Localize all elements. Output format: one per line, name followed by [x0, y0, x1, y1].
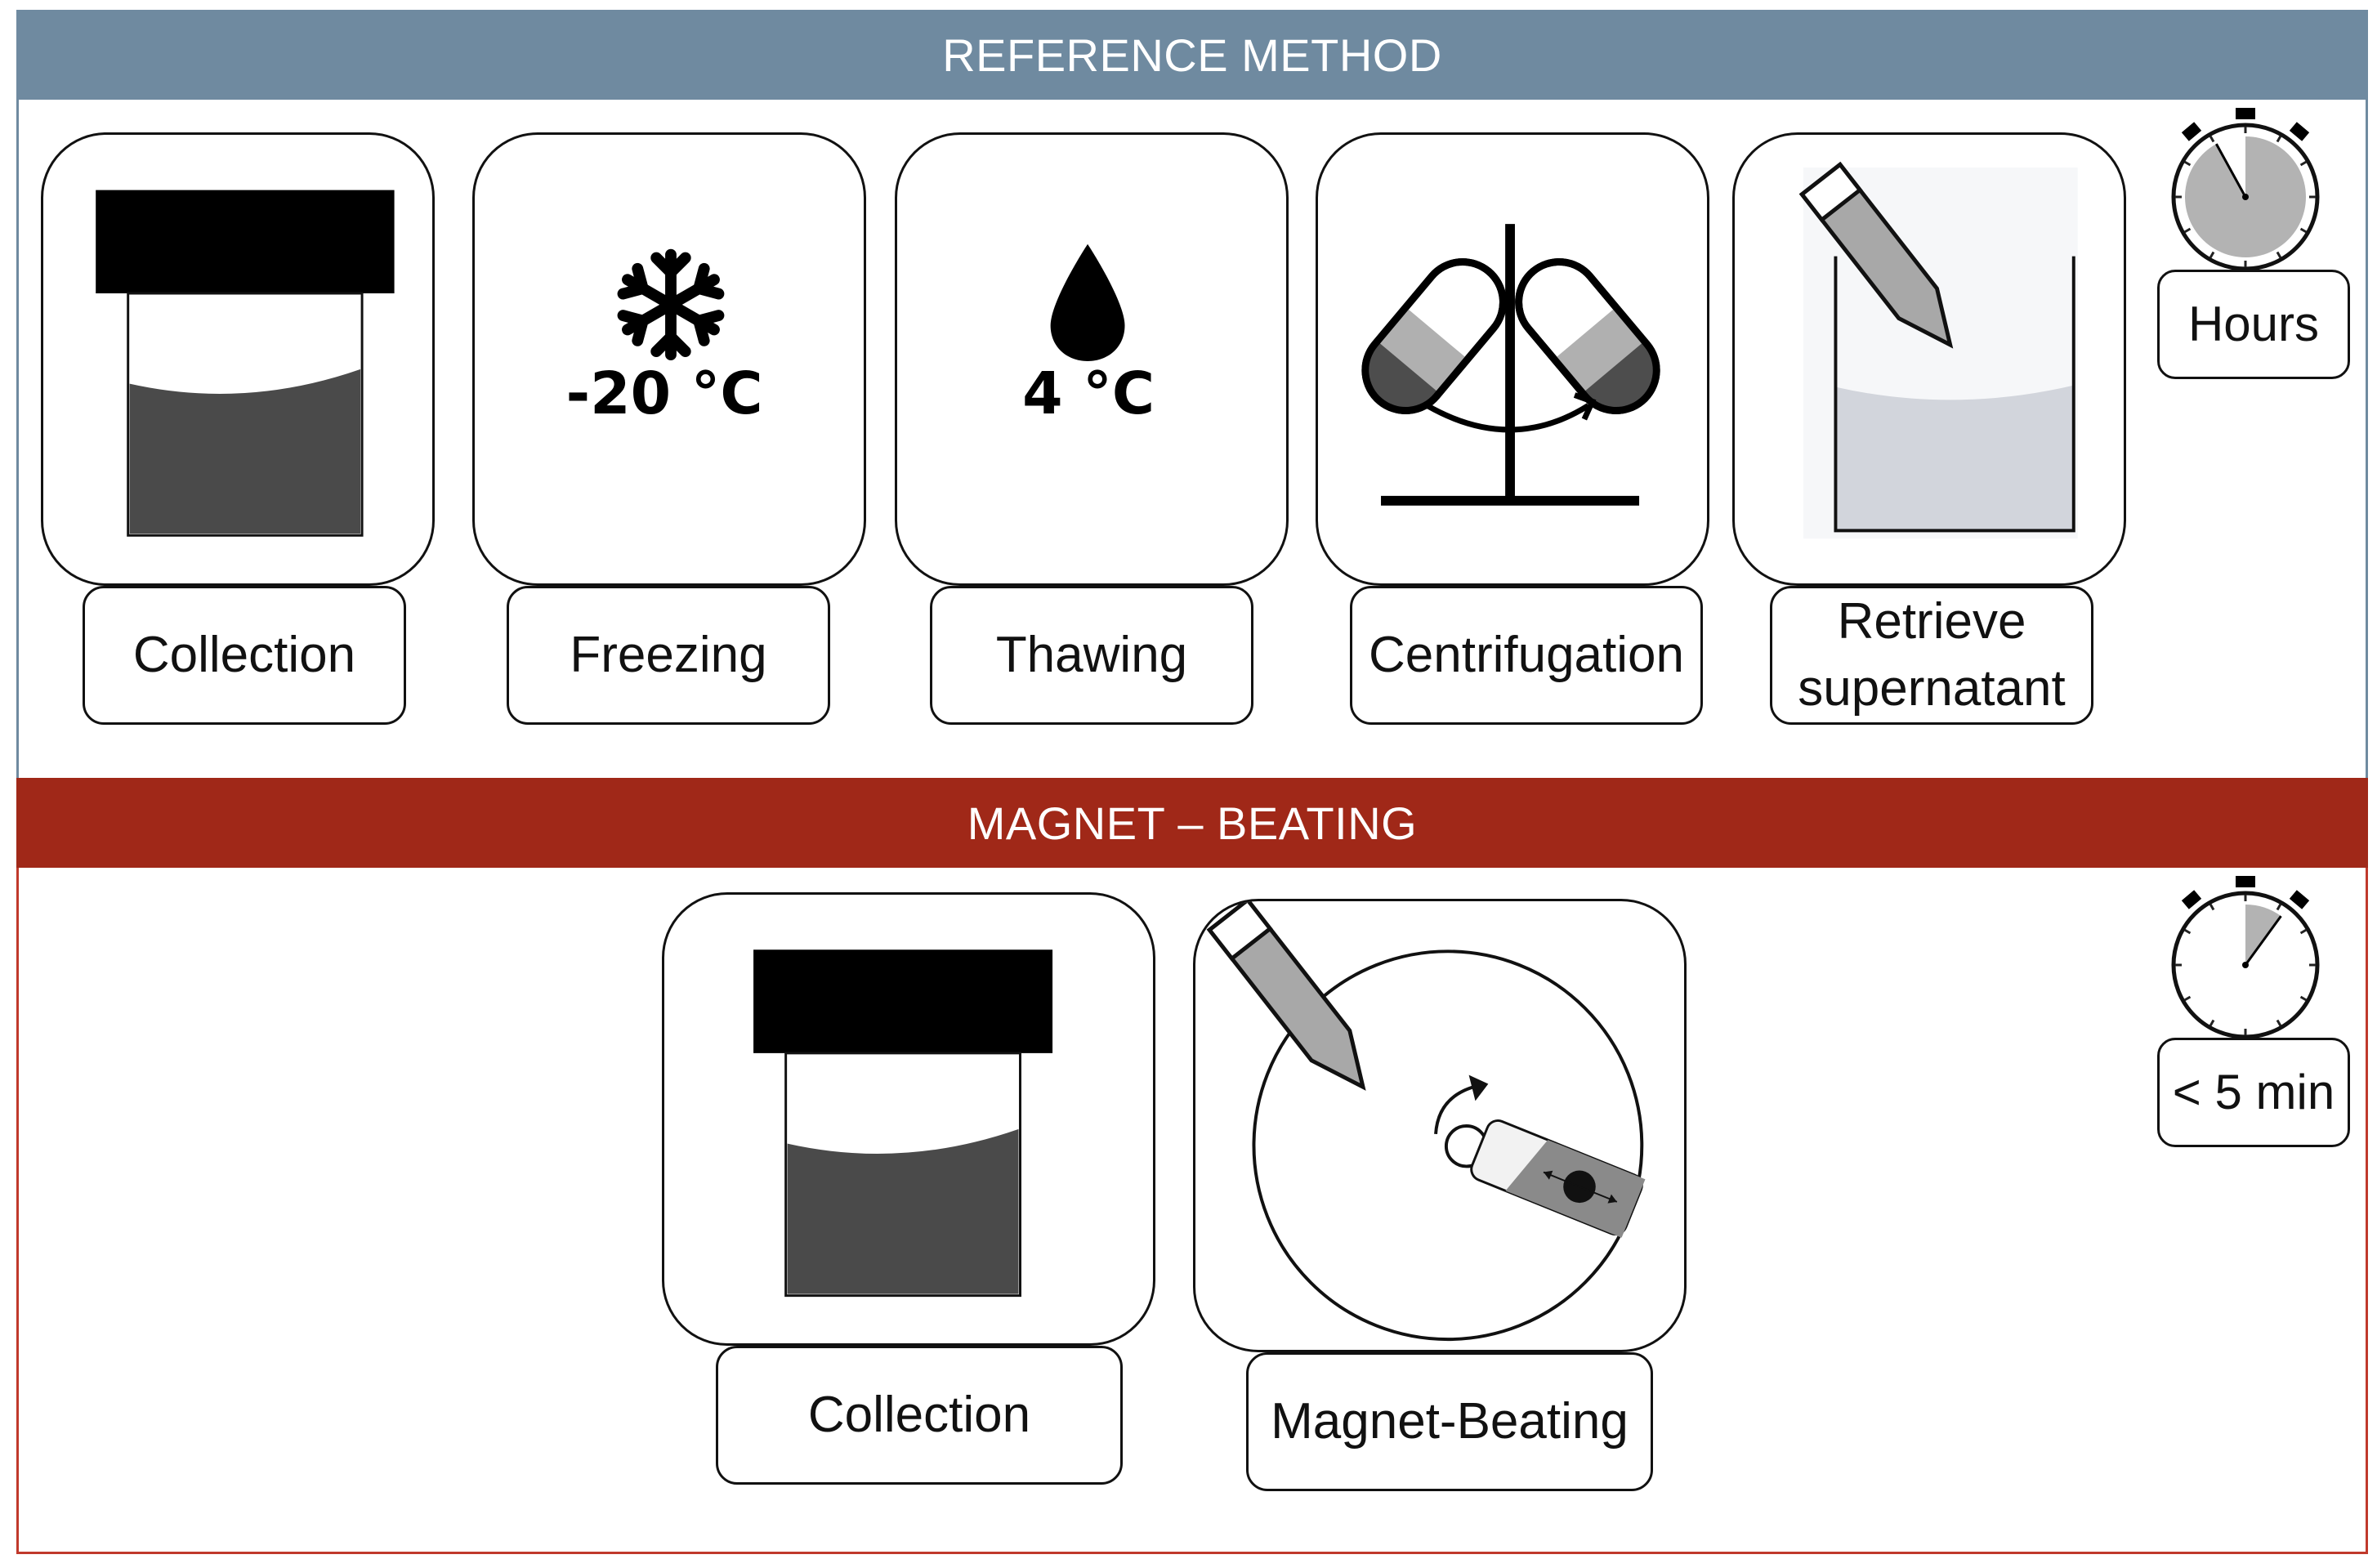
- pipette-beaker-icon: [1798, 161, 2078, 539]
- magnet-beating-title: MAGNET – BEATING: [967, 797, 1418, 849]
- duration-hours-badge: Hours: [2157, 270, 2350, 379]
- magnet-beating-header: MAGNET – BEATING: [16, 778, 2368, 868]
- duration-minutes-badge: < 5 min: [2157, 1038, 2350, 1147]
- freezing-temperature: -20 °C: [566, 360, 763, 427]
- stopwatch-hours-icon: [2164, 103, 2327, 275]
- thawing-temperature: 4 °C: [1022, 360, 1155, 427]
- magnet-step-beating-box: [1193, 899, 1687, 1352]
- step-centrifugation-box: [1316, 132, 1709, 586]
- magnet-section: [16, 778, 2368, 1554]
- step-retrieve-box: [1732, 132, 2126, 586]
- magnetic-stirrer-icon: [1206, 901, 1646, 1342]
- step-freezing-label: Freezing: [507, 586, 830, 725]
- specimen-jar-icon: [96, 190, 395, 537]
- specimen-jar-icon: [753, 949, 1053, 1298]
- step-retrieve-label: Retrieve supernatant: [1770, 586, 2093, 725]
- magnet-step-collection-label: Collection: [716, 1346, 1123, 1485]
- magnet-step-collection-box: [662, 892, 1155, 1346]
- step-thawing-label: Thawing: [930, 586, 1253, 725]
- step-collection-box: [41, 132, 435, 586]
- magnet-step-beating-label: Magnet-Beating: [1246, 1352, 1653, 1491]
- water-drop-icon: [1050, 243, 1125, 361]
- step-thawing-box: 4 °C: [895, 132, 1289, 586]
- step-freezing-box: -20 °C: [472, 132, 866, 586]
- snowflake-icon: [620, 248, 722, 355]
- centrifuge-icon: [1361, 224, 1660, 506]
- reference-method-header: REFERENCE METHOD: [16, 10, 2368, 100]
- reference-method-title: REFERENCE METHOD: [942, 29, 1442, 81]
- step-collection-label: Collection: [83, 586, 406, 725]
- stopwatch-minutes-icon: [2164, 871, 2327, 1043]
- step-centrifugation-label: Centrifugation: [1350, 586, 1703, 725]
